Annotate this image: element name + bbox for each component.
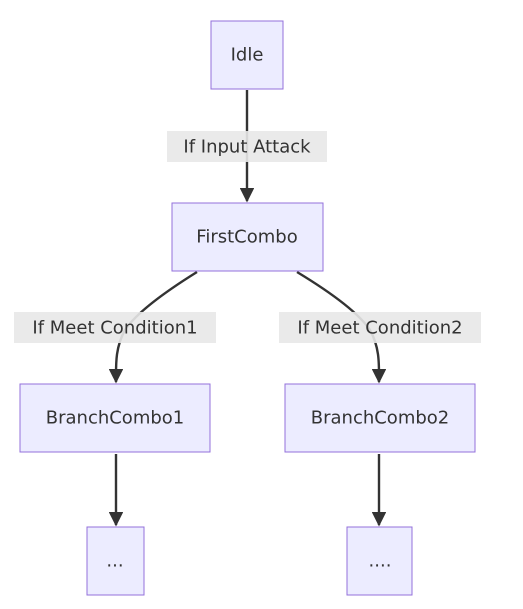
node-label: FirstCombo <box>196 227 297 248</box>
node-firstcombo[interactable]: FirstCombo <box>171 202 324 272</box>
node-box <box>346 526 413 596</box>
nodes: Idle FirstCombo BranchCombo1 BranchCombo… <box>19 20 476 596</box>
edge-label-if-meet-condition1: If Meet Condition1 <box>14 312 216 343</box>
edge-label-background <box>167 131 327 162</box>
edge-label-background <box>279 312 481 343</box>
node-label: .... <box>369 551 392 572</box>
edge-label-text: If Meet Condition1 <box>32 318 197 339</box>
node-box <box>210 20 284 90</box>
edge-label-text: If Meet Condition2 <box>297 318 462 339</box>
edge-label-text: If Input Attack <box>183 137 311 158</box>
node-label: BranchCombo1 <box>46 408 185 429</box>
node-box <box>86 526 145 596</box>
node-ellipsis-left[interactable]: ... <box>86 526 145 596</box>
node-label: Idle <box>231 45 264 66</box>
node-box <box>171 202 324 272</box>
edge-label-if-meet-condition2: If Meet Condition2 <box>279 312 481 343</box>
node-branchcombo2[interactable]: BranchCombo2 <box>284 383 476 453</box>
node-label: ... <box>106 551 123 572</box>
node-ellipsis-right[interactable]: .... <box>346 526 413 596</box>
node-branchcombo1[interactable]: BranchCombo1 <box>19 383 211 453</box>
node-idle[interactable]: Idle <box>210 20 284 90</box>
edge-labels: If Input Attack If Meet Condition1 If Me… <box>14 131 481 343</box>
node-box <box>19 383 211 453</box>
node-label: BranchCombo2 <box>311 408 450 429</box>
edge-label-background <box>14 312 216 343</box>
edge-label-if-input-attack: If Input Attack <box>167 131 327 162</box>
node-box <box>284 383 476 453</box>
